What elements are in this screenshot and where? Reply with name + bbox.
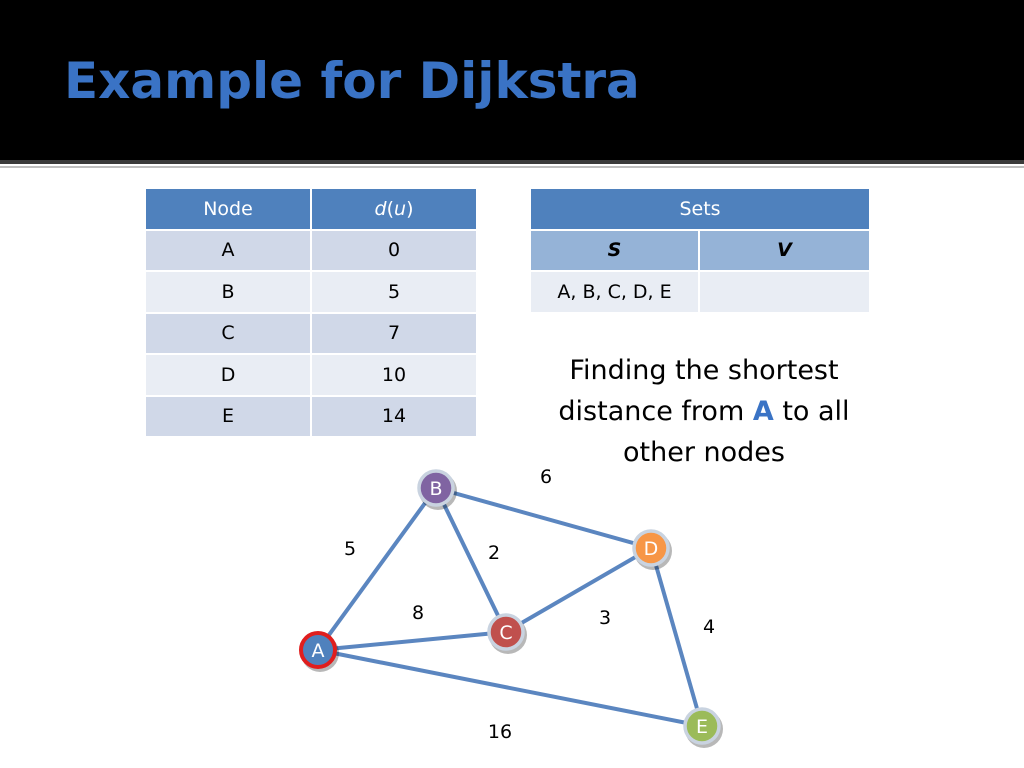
edge-weight-b-d: 6 [540,466,552,488]
weights-layer: 5 8 16 2 6 3 4 [344,466,715,743]
edge-a-b [316,486,438,652]
node-label-e: E [696,716,708,738]
sets-v-value [698,270,871,314]
caption-text: Finding the shortest distance from A to … [520,350,888,473]
distance-cell: 14 [310,394,478,438]
node-circle-a [299,631,337,669]
sets-header: Sets [529,187,871,231]
edge-weight-a-c: 8 [412,602,424,624]
header-d: d [374,197,387,220]
caption-highlight-node: A [752,396,774,427]
edge-weight-d-e: 4 [703,616,715,638]
table-header-row: Node d(u) [143,187,478,231]
graph-node-d: D [632,529,672,570]
node-label-c: C [499,622,512,644]
header-close-paren: ) [406,197,414,220]
distance-cell: 0 [310,228,478,272]
header-u: u [394,197,407,220]
header-node: Node [143,187,313,231]
distance-cell: 7 [310,311,478,355]
edge-b-c [434,486,508,634]
caption-line-1: Finding the shortest [569,355,839,386]
edge-weight-b-c: 2 [488,542,500,564]
sets-col-s: S [528,228,701,272]
node-circle-d [632,529,670,567]
node-cell: B [143,270,313,314]
edge-d-e [649,546,704,728]
node-circle-e [683,707,721,745]
table-row: C 7 [143,311,478,355]
caption-line-2-pre: distance from [558,396,753,427]
distance-table: Node d(u) A 0 B 5 C 7 D 10 E 14 [143,187,478,438]
table-row: A, B, C, D, E [528,270,871,314]
sets-table: Sets S V A, B, C, D, E [528,187,871,314]
edge-weight-a-e: 16 [488,721,512,743]
sets-header-row: Sets [529,187,871,231]
graph-node-a: A [299,631,339,672]
table-row: E 14 [143,394,478,438]
edge-c-d [504,546,653,634]
caption-line-2: distance from A to all [520,391,888,432]
edge-b-d [434,486,653,550]
edge-weight-c-d: 3 [599,607,611,629]
node-cell: D [143,353,313,397]
header-divider [0,160,1024,164]
header-open-paren: ( [386,197,395,220]
sets-col-v: V [698,228,871,272]
node-cell: E [143,394,313,438]
node-cell: A [143,228,313,272]
edge-a-c [316,630,508,652]
sets-subheader-row: S V [528,228,871,272]
nodes-layer: A B C D E [299,469,723,748]
distance-cell: 10 [310,353,478,397]
caption-line-2-post: to all [773,396,850,427]
graph-node-b: B [417,469,457,510]
slide-header-bar: Example for Dijkstra [0,0,1024,160]
header-distance: d(u) [310,187,478,231]
node-cell: C [143,311,313,355]
graph-node-e: E [683,707,723,748]
edge-a-e [316,648,704,728]
node-label-b: B [429,478,442,500]
edges-layer [316,486,704,728]
table-row: B 5 [143,270,478,314]
node-label-a: A [312,640,325,662]
table-row: D 10 [143,353,478,397]
node-label-d: D [644,538,659,560]
caption-line-3: other nodes [623,437,785,468]
table-row: A 0 [143,228,478,272]
header-divider-light [0,166,1024,168]
graph-node-c: C [487,613,527,654]
node-circle-c [487,613,525,651]
distance-cell: 5 [310,270,478,314]
slide-title: Example for Dijkstra [64,52,640,110]
edge-weight-a-b: 5 [344,538,356,560]
sets-s-value: A, B, C, D, E [528,270,701,314]
node-circle-b [417,469,455,507]
